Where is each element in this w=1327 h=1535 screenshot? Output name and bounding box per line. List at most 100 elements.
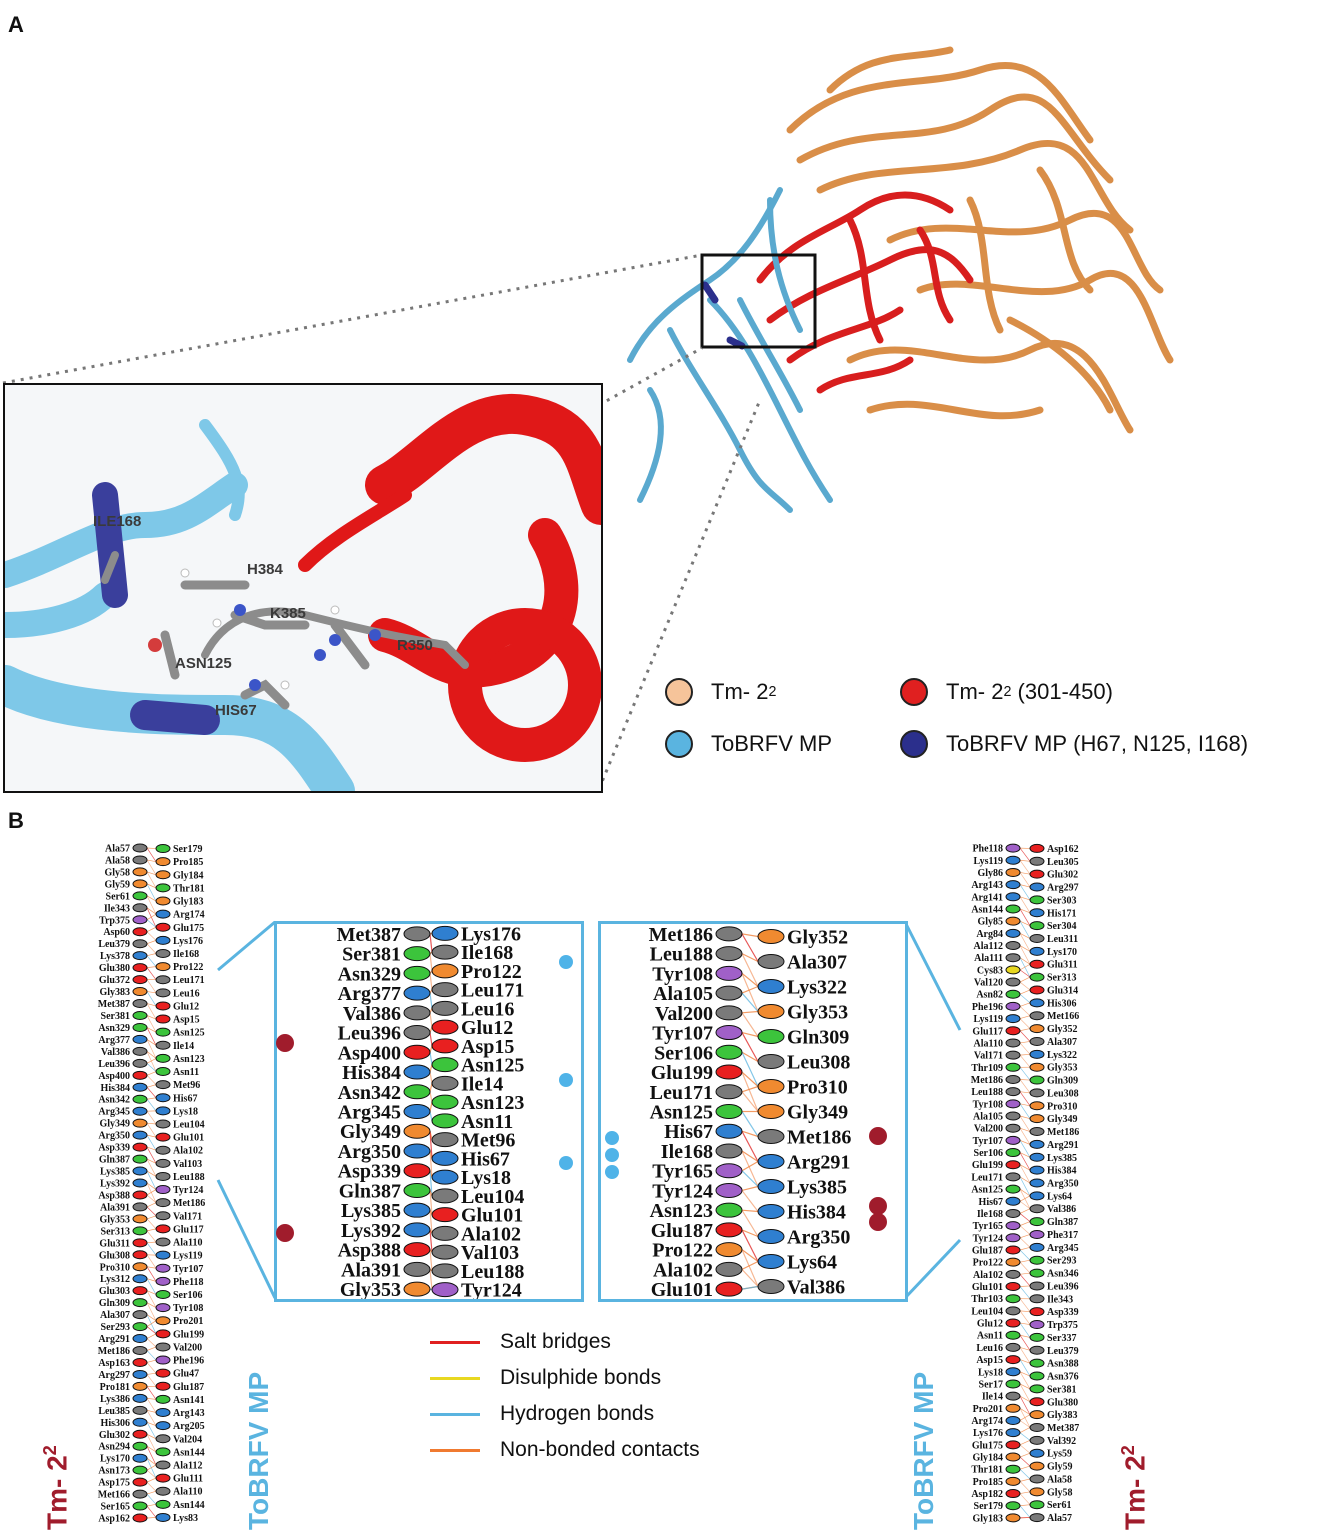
residue-label: Gln309 bbox=[1047, 1076, 1078, 1087]
contact-line bbox=[1019, 1444, 1031, 1454]
residue-node bbox=[1005, 1403, 1021, 1413]
contact-line bbox=[146, 1503, 157, 1507]
residue-label: Arg345 bbox=[98, 1107, 130, 1118]
contact-line bbox=[146, 1241, 157, 1244]
residue-node bbox=[155, 1224, 171, 1234]
residue-node bbox=[1029, 1358, 1045, 1368]
residue-label: Lys18 bbox=[461, 1167, 511, 1189]
residue-label: Leu188 bbox=[173, 1172, 205, 1183]
residue-node bbox=[155, 1499, 171, 1509]
residue-label: Glu12 bbox=[173, 1001, 199, 1012]
residue-node bbox=[431, 982, 459, 998]
residue-label: Val171 bbox=[173, 1211, 202, 1222]
residue-label: Lys385 bbox=[1047, 1153, 1077, 1164]
residue-label: Lys322 bbox=[1047, 1050, 1077, 1061]
residue-node bbox=[1029, 1397, 1045, 1407]
residue-label: Asn11 bbox=[173, 1067, 199, 1078]
residue-label: Asn329 bbox=[338, 963, 401, 985]
residue-label: Gly59 bbox=[104, 879, 130, 890]
tm22-ribbon bbox=[786, 46, 1174, 434]
contact-line bbox=[146, 1421, 157, 1426]
residue-node bbox=[132, 891, 148, 901]
residue-label: Met186 bbox=[1047, 1127, 1079, 1138]
residue-node bbox=[403, 1281, 431, 1297]
residue-node bbox=[1029, 1410, 1045, 1420]
residue-label: Arg174 bbox=[971, 1416, 1003, 1427]
residue-node bbox=[431, 1244, 459, 1260]
contact-line bbox=[1019, 1030, 1031, 1042]
legend-a-label: Tm- 2 bbox=[946, 679, 1004, 704]
residue-node bbox=[403, 1261, 431, 1277]
residue-label: Gly349 bbox=[1047, 1114, 1078, 1125]
residue-node bbox=[132, 1286, 148, 1296]
bond-legend-hydrogen: Hydrogen bonds bbox=[430, 1402, 654, 1426]
residue-label: Arg297 bbox=[98, 1370, 130, 1381]
contact-line bbox=[1019, 1213, 1031, 1222]
residue-label: Lys64 bbox=[1047, 1191, 1072, 1202]
residue-node bbox=[431, 925, 459, 941]
residue-node bbox=[1029, 908, 1045, 918]
contact-line bbox=[146, 967, 157, 980]
residue-label: His171 bbox=[1047, 908, 1076, 919]
hbond-marker bbox=[559, 955, 573, 969]
residue-node bbox=[1029, 1448, 1045, 1458]
residue-node bbox=[132, 1477, 148, 1487]
residue-label: Asn11 bbox=[977, 1331, 1003, 1342]
contact-line bbox=[1019, 1140, 1031, 1158]
residue-label: Ser293 bbox=[101, 1322, 130, 1333]
residue-node bbox=[155, 1381, 171, 1391]
residue-node bbox=[1005, 1269, 1021, 1279]
residue-label: Asn123 bbox=[461, 1092, 524, 1114]
residue-node bbox=[1005, 1026, 1021, 1036]
residue-label: Met387 bbox=[337, 924, 401, 946]
contact-line bbox=[146, 1422, 157, 1439]
contact-line bbox=[1019, 1272, 1031, 1275]
contact-line bbox=[146, 1302, 157, 1321]
residue-label: Leu308 bbox=[1047, 1088, 1079, 1099]
contact-line bbox=[1019, 1383, 1031, 1390]
residue-label: Ser106 bbox=[173, 1290, 202, 1301]
contact-line bbox=[741, 1010, 759, 1014]
residue-label: His384 bbox=[1047, 1166, 1076, 1177]
residue-node bbox=[1005, 1355, 1021, 1365]
residue-node bbox=[1005, 1440, 1021, 1450]
residue-label: Met186 bbox=[649, 924, 713, 946]
contact-line bbox=[1019, 1478, 1031, 1482]
residue-label: Gln387 bbox=[99, 1155, 130, 1166]
residue-node bbox=[132, 1106, 148, 1116]
contact-line bbox=[146, 1194, 157, 1203]
residue-node bbox=[155, 1080, 171, 1090]
residue-label: Ala112 bbox=[974, 941, 1003, 952]
residue-label: Ser179 bbox=[974, 1501, 1003, 1512]
salt-marker bbox=[276, 1224, 294, 1242]
contact-line bbox=[741, 992, 759, 1012]
residue-node bbox=[1029, 1294, 1045, 1304]
contact-line bbox=[146, 1122, 157, 1125]
residue-node bbox=[715, 1123, 743, 1139]
contact-line bbox=[429, 1170, 433, 1196]
contact-line bbox=[1019, 1200, 1031, 1210]
salt-marker bbox=[869, 1197, 887, 1215]
residue-node bbox=[1005, 1282, 1021, 1292]
residue-node bbox=[1005, 1001, 1021, 1011]
contact-line bbox=[146, 1314, 157, 1334]
contact-line bbox=[741, 1160, 759, 1172]
contact-line bbox=[146, 966, 157, 968]
legend-a-suffix: (301-450) bbox=[1011, 679, 1113, 704]
residue-node bbox=[155, 1394, 171, 1404]
residue-node bbox=[1029, 1217, 1045, 1227]
residue-label: Phe196 bbox=[173, 1356, 204, 1367]
residue-node bbox=[132, 915, 148, 925]
residue-label: Arg174 bbox=[173, 910, 205, 921]
contact-line bbox=[146, 847, 157, 862]
salt-marker bbox=[869, 1213, 887, 1231]
residue-label: Asp388 bbox=[98, 1190, 130, 1201]
residue-node bbox=[1005, 1391, 1021, 1401]
residue-label: His67 bbox=[461, 1148, 510, 1170]
residue-node bbox=[132, 1250, 148, 1260]
residue-node bbox=[1029, 1049, 1045, 1059]
residue-node bbox=[155, 935, 171, 945]
residue-label: Trp375 bbox=[1047, 1320, 1078, 1331]
contact-line bbox=[146, 847, 157, 849]
residue-node bbox=[155, 1316, 171, 1326]
